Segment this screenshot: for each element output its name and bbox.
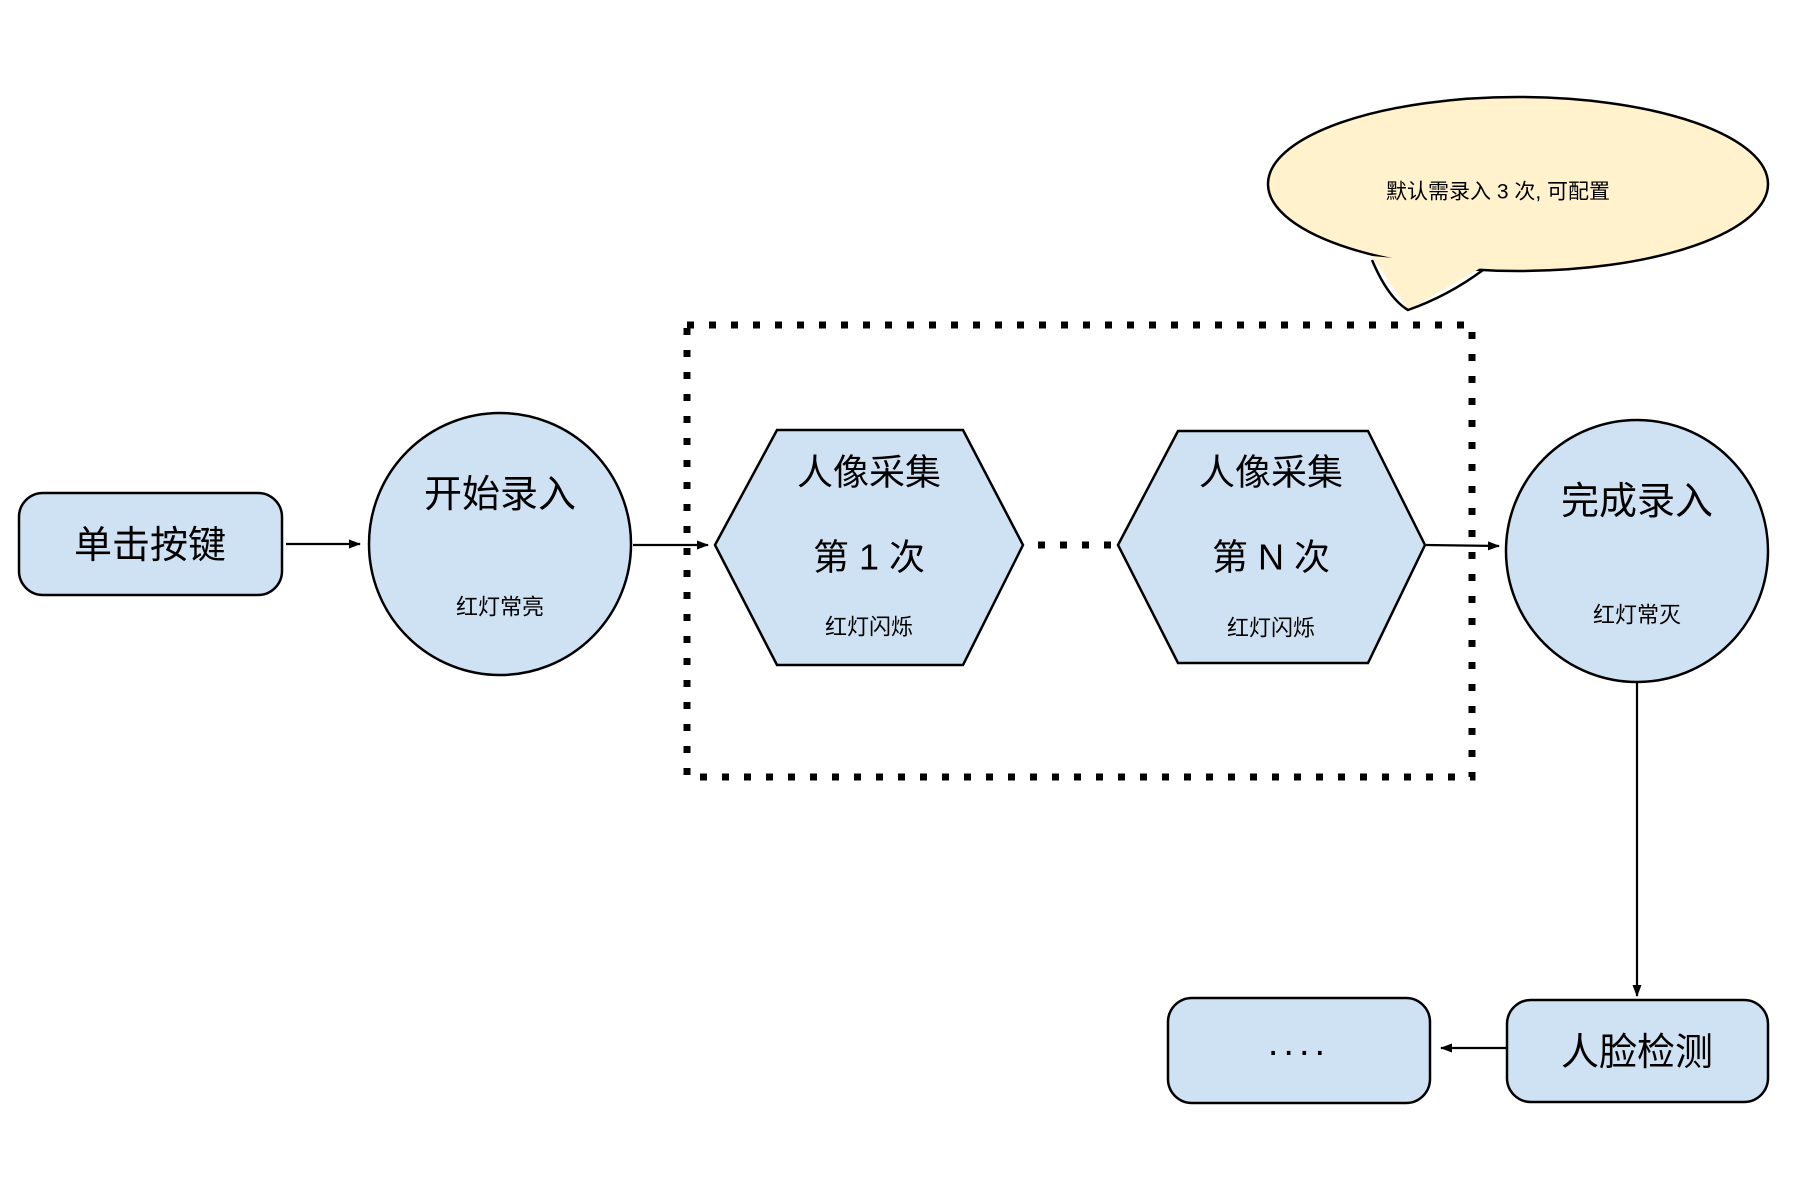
arrow-capture-to-finish [1425,541,1500,551]
finish-enroll-label: 完成录入 [1561,481,1713,523]
callout-text: 默认需录入 3 次, 可配置 [1386,181,1610,204]
node-start-enroll: 开始录入 红灯常亮 [367,411,633,677]
finish-enroll-shape [1504,418,1770,684]
node-click-button: 单击按键 [17,491,284,597]
callout-bubble: 默认需录入 3 次, 可配置 [1266,95,1770,312]
start-enroll-shape [367,411,633,677]
finish-enroll-status: 红灯常灭 [1593,603,1681,628]
node-more: .... [1166,996,1432,1105]
capture-first-shape [713,428,1025,667]
capture-nth-shape [1116,429,1427,665]
more-shape [1166,996,1432,1105]
face-detection-shape [1505,998,1770,1104]
click-button-label: 单击按键 [74,525,226,567]
capture-loop-group-border [683,321,1476,781]
capture-nth-subtitle: 第 N 次 [1212,537,1330,578]
capture-nth-title: 人像采集 [1199,452,1343,493]
node-capture-first: 人像采集 第 1 次 红灯闪烁 [713,428,1025,667]
capture-first-title: 人像采集 [797,452,941,493]
more-label: .... [1268,1022,1330,1064]
node-face-detection: 人脸检测 [1505,998,1770,1104]
click-button-shape [17,491,284,597]
capture-first-subtitle: 第 1 次 [813,537,925,578]
callout-bubble-tail [1372,256,1484,310]
callout-bubble-body [1266,95,1770,273]
face-detection-label: 人脸检测 [1561,1032,1713,1074]
capture-nth-status: 红灯闪烁 [1227,616,1315,641]
capture-first-status: 红灯闪烁 [825,615,913,640]
node-finish-enroll: 完成录入 红灯常灭 [1504,418,1770,684]
node-capture-nth: 人像采集 第 N 次 红灯闪烁 [1116,429,1427,665]
callout-bubble-tail-outline [1370,259,1484,312]
start-enroll-label: 开始录入 [424,474,576,516]
start-enroll-status: 红灯常亮 [456,595,544,620]
